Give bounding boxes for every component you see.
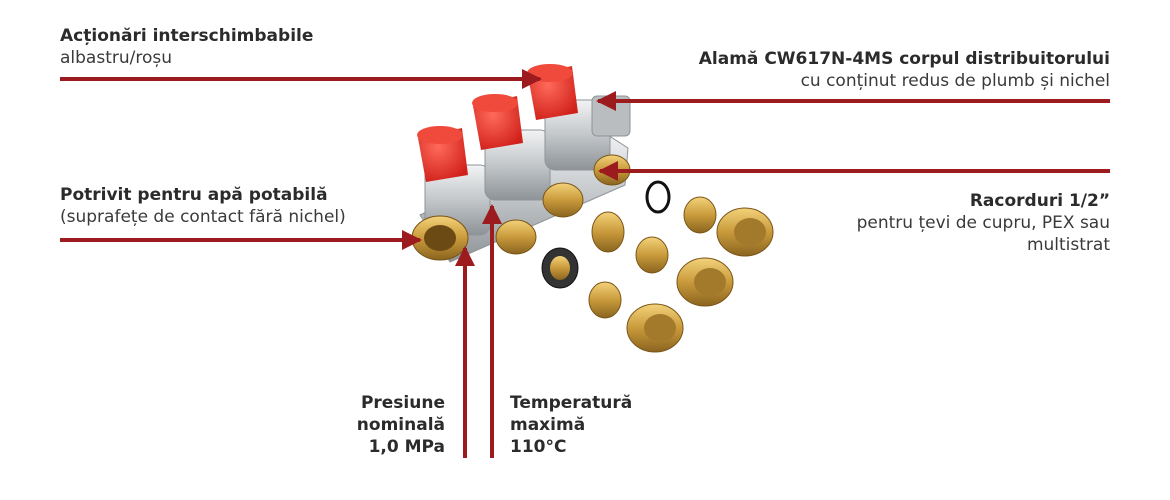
manifold-body: [419, 95, 631, 263]
callout-actuators: Acționări interschimbabile albastru/roșu: [60, 25, 313, 69]
callout-fittings-subtitle-line1: pentru țevi de cupru, PEX sau: [856, 213, 1110, 233]
callout-potable-subtitle: (suprafețe de contact fără nichel): [60, 207, 346, 227]
callout-pressure-line2: nominală: [356, 415, 445, 435]
callout-temperature-line1: Temperatură: [510, 393, 633, 413]
callout-fittings: Racorduri 1/2” pentru țevi de cupru, PEX…: [857, 190, 1110, 256]
callout-fittings-title: Racorduri 1/2”: [969, 191, 1110, 211]
callout-body: Alamă CW617N-4MS corpul distribuitorului…: [699, 48, 1110, 92]
callout-temperature-line3: 110°C: [510, 437, 567, 457]
callout-pressure-line3: 1,0 MPa: [368, 437, 445, 457]
callout-pressure-line1: Presiune: [360, 393, 445, 413]
callout-actuators-title: Acționări interschimbabile: [60, 26, 314, 46]
callout-potable: Potrivit pentru apă potabilă (suprafețe …: [60, 184, 346, 228]
brass-outlets: [411, 154, 631, 261]
callout-temperature-line2: maximă: [510, 415, 586, 435]
callout-temperature: Temperatură maximă 110°C: [510, 392, 632, 458]
callout-body-title: Alamă CW617N-4MS corpul distribuitorului: [698, 49, 1110, 69]
callout-arrows: [60, 69, 1110, 458]
callout-pressure: Presiune nominală 1,0 MPa: [357, 392, 445, 458]
callout-potable-title: Potrivit pentru apă potabilă: [60, 185, 328, 205]
loose-fittings: [541, 180, 774, 353]
callout-fittings-subtitle-line2: multistrat: [1026, 235, 1110, 255]
callout-actuators-subtitle: albastru/roșu: [60, 48, 173, 68]
callout-body-subtitle: cu conținut redus de plumb și nichel: [800, 71, 1110, 91]
